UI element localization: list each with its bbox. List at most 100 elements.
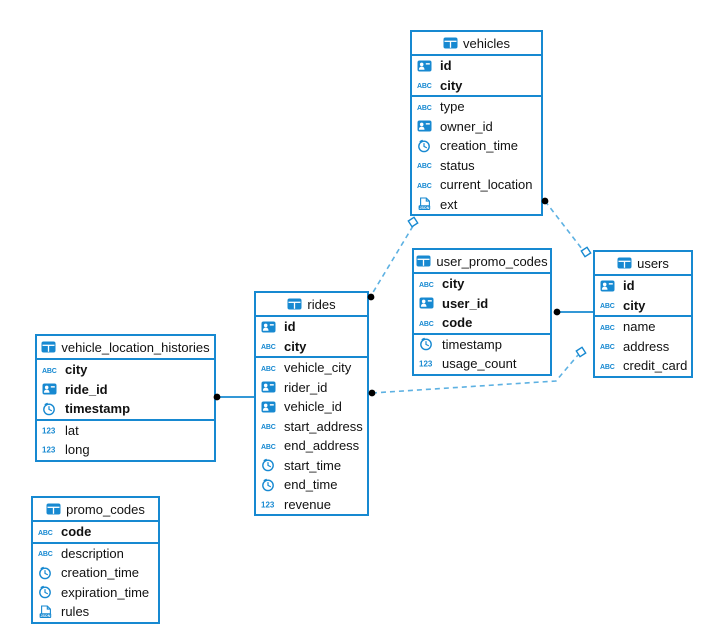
- uuid-id-icon: [261, 381, 276, 393]
- string-type-icon: ABC: [417, 180, 436, 190]
- relationship-dot-endpoint: [553, 308, 561, 316]
- string-abc-icon: ABC: [600, 344, 615, 351]
- int-type-icon: 123: [42, 444, 61, 455]
- table-icon: [617, 257, 632, 269]
- relationship-diamond-endpoint: [575, 346, 587, 358]
- string-type-icon: ABC: [261, 341, 280, 351]
- field-name: vehicle_id: [284, 399, 342, 415]
- table-name: user_promo_codes: [436, 253, 548, 269]
- field-name: current_location: [440, 177, 533, 193]
- field-row-owner_id: owner_id: [412, 117, 541, 137]
- uuid-id-icon: [600, 280, 615, 292]
- table-header-vehicles[interactable]: vehicles: [412, 32, 541, 56]
- string-abc-icon: ABC: [38, 551, 53, 558]
- string-type-icon: ABC: [261, 441, 280, 451]
- svg-text:123: 123: [261, 500, 275, 509]
- field-name: city: [623, 297, 646, 313]
- timestamp-type-icon: [38, 585, 57, 599]
- string-abc-icon: ABC: [600, 325, 615, 332]
- string-abc-icon: ABC: [600, 303, 615, 310]
- field-name: type: [440, 99, 465, 115]
- string-type-icon: ABC: [417, 160, 436, 170]
- uuid-id-icon: [42, 383, 57, 395]
- timestamp-type-icon: [42, 402, 61, 416]
- string-type-icon: ABC: [419, 318, 438, 328]
- field-row-end_time: end_time: [256, 475, 367, 495]
- string-abc-icon: ABC: [42, 368, 57, 375]
- field-row-vehicle_id: vehicle_id: [256, 397, 367, 417]
- field-name: user_id: [442, 295, 489, 311]
- relationship-line-vehicles-users: [544, 200, 583, 250]
- table-header-users[interactable]: users: [595, 252, 691, 276]
- svg-text:ABC: ABC: [419, 282, 434, 289]
- table-name: rides: [307, 296, 336, 312]
- svg-text:ABC: ABC: [600, 325, 615, 332]
- uuid-type-icon: [261, 381, 280, 393]
- svg-text:ABC: ABC: [261, 344, 276, 351]
- string-abc-icon: ABC: [600, 364, 615, 371]
- timestamp-type-icon: [261, 478, 280, 492]
- table-name: vehicles: [463, 35, 510, 51]
- field-name: timestamp: [65, 401, 131, 417]
- string-abc-icon: ABC: [417, 83, 432, 90]
- field-row-timestamp: timestamp: [37, 399, 214, 419]
- string-abc-icon: ABC: [417, 163, 432, 170]
- table-header-vehicle_location_histories[interactable]: vehicle_location_histories: [37, 336, 214, 360]
- uuid-id-icon: [417, 120, 432, 132]
- svg-text:ABC: ABC: [38, 530, 53, 537]
- string-type-icon: ABC: [417, 80, 436, 90]
- table-header-promo_codes[interactable]: promo_codes: [33, 498, 158, 522]
- field-row-city: ABC city: [37, 360, 214, 380]
- string-type-icon: ABC: [600, 300, 619, 310]
- string-type-icon: ABC: [261, 421, 280, 431]
- timestamp-clock-icon: [262, 478, 274, 492]
- table-name: promo_codes: [66, 501, 145, 517]
- relationship-dot-endpoint: [368, 389, 376, 397]
- field-name: ride_id: [65, 381, 108, 397]
- string-abc-icon: ABC: [261, 344, 276, 351]
- svg-text:ABC: ABC: [417, 105, 432, 112]
- field-name: city: [65, 362, 88, 378]
- field-name: creation_time: [61, 565, 140, 581]
- field-row-user_id: user_id: [414, 294, 550, 314]
- table-icon: [41, 341, 56, 353]
- field-row-id: id: [595, 276, 691, 296]
- svg-text:ABC: ABC: [600, 344, 615, 351]
- string-type-icon: ABC: [419, 279, 438, 289]
- timestamp-clock-icon: [43, 402, 55, 416]
- uuid-id-icon: [419, 297, 434, 309]
- field-row-current_location: ABC current_location: [412, 175, 541, 195]
- table-header-user_promo_codes[interactable]: user_promo_codes: [414, 250, 550, 274]
- table-header-rides[interactable]: rides: [256, 293, 367, 317]
- table-icon: [443, 37, 458, 49]
- svg-text:ABC: ABC: [600, 303, 615, 310]
- table-icon: [287, 298, 302, 310]
- field-row-ride_id: ride_id: [37, 380, 214, 400]
- number-123-icon: 123: [42, 446, 56, 455]
- field-row-creation_time: creation_time: [412, 136, 541, 156]
- timestamp-type-icon: [417, 139, 436, 153]
- field-row-id: id: [412, 56, 541, 76]
- svg-text:ABC: ABC: [261, 444, 276, 451]
- uuid-type-icon: [417, 120, 436, 132]
- timestamp-clock-icon: [262, 459, 274, 472]
